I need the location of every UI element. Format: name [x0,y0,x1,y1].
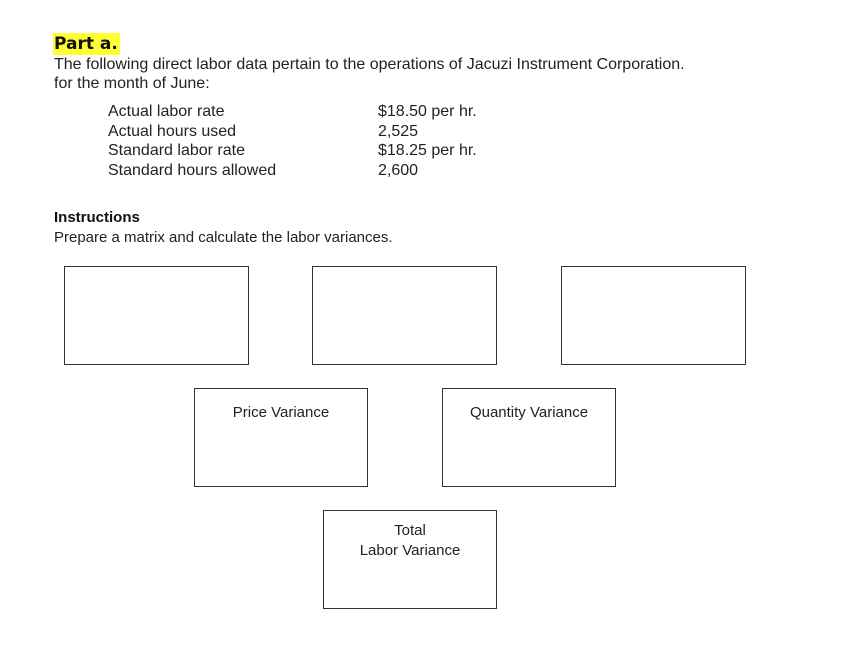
data-label: Actual hours used [108,122,237,140]
data-row-actual-hours: Actual hours used 2,525 [108,122,477,142]
price-variance-label: Price Variance [232,404,330,421]
instructions-text: Prepare a matrix and calculate the labor… [54,229,393,246]
intro-line-1: The following direct labor data pertain … [54,56,685,73]
data-value: $18.25 per hr. [378,142,477,160]
total-label-line-1: Total [394,522,426,539]
quantity-variance-label: Quantity Variance [469,404,589,421]
intro-paragraph: The following direct labor data pertain … [54,55,814,93]
data-row-actual-rate: Actual labor rate $18.50 per hr. [108,102,477,122]
data-label: Standard hours allowed [108,162,277,180]
intro-line-2: for the month of June: [54,75,210,92]
data-value: 2,600 [378,162,419,180]
total-label-line-2: Labor Variance [359,542,461,559]
data-row-standard-hours: Standard hours allowed 2,600 [108,161,477,181]
matrix-box-middle[interactable] [312,266,497,365]
data-value: $18.50 per hr. [378,103,477,120]
matrix-box-standard[interactable] [561,266,746,365]
part-title: Part a. [53,33,120,55]
data-value: 2,525 [378,122,419,140]
total-labor-variance-box[interactable]: Total Labor Variance [323,510,497,609]
quantity-variance-box[interactable]: Quantity Variance [442,388,616,487]
data-label: Standard labor rate [108,142,245,160]
matrix-box-actual[interactable] [64,266,249,365]
data-row-standard-rate: Standard labor rate $18.25 per hr. [108,141,477,161]
price-variance-box[interactable]: Price Variance [194,388,368,487]
labor-data-table: Actual labor rate $18.50 per hr. Actual … [108,102,477,181]
data-label: Actual labor rate [108,103,225,120]
instructions-heading: Instructions [54,209,140,226]
